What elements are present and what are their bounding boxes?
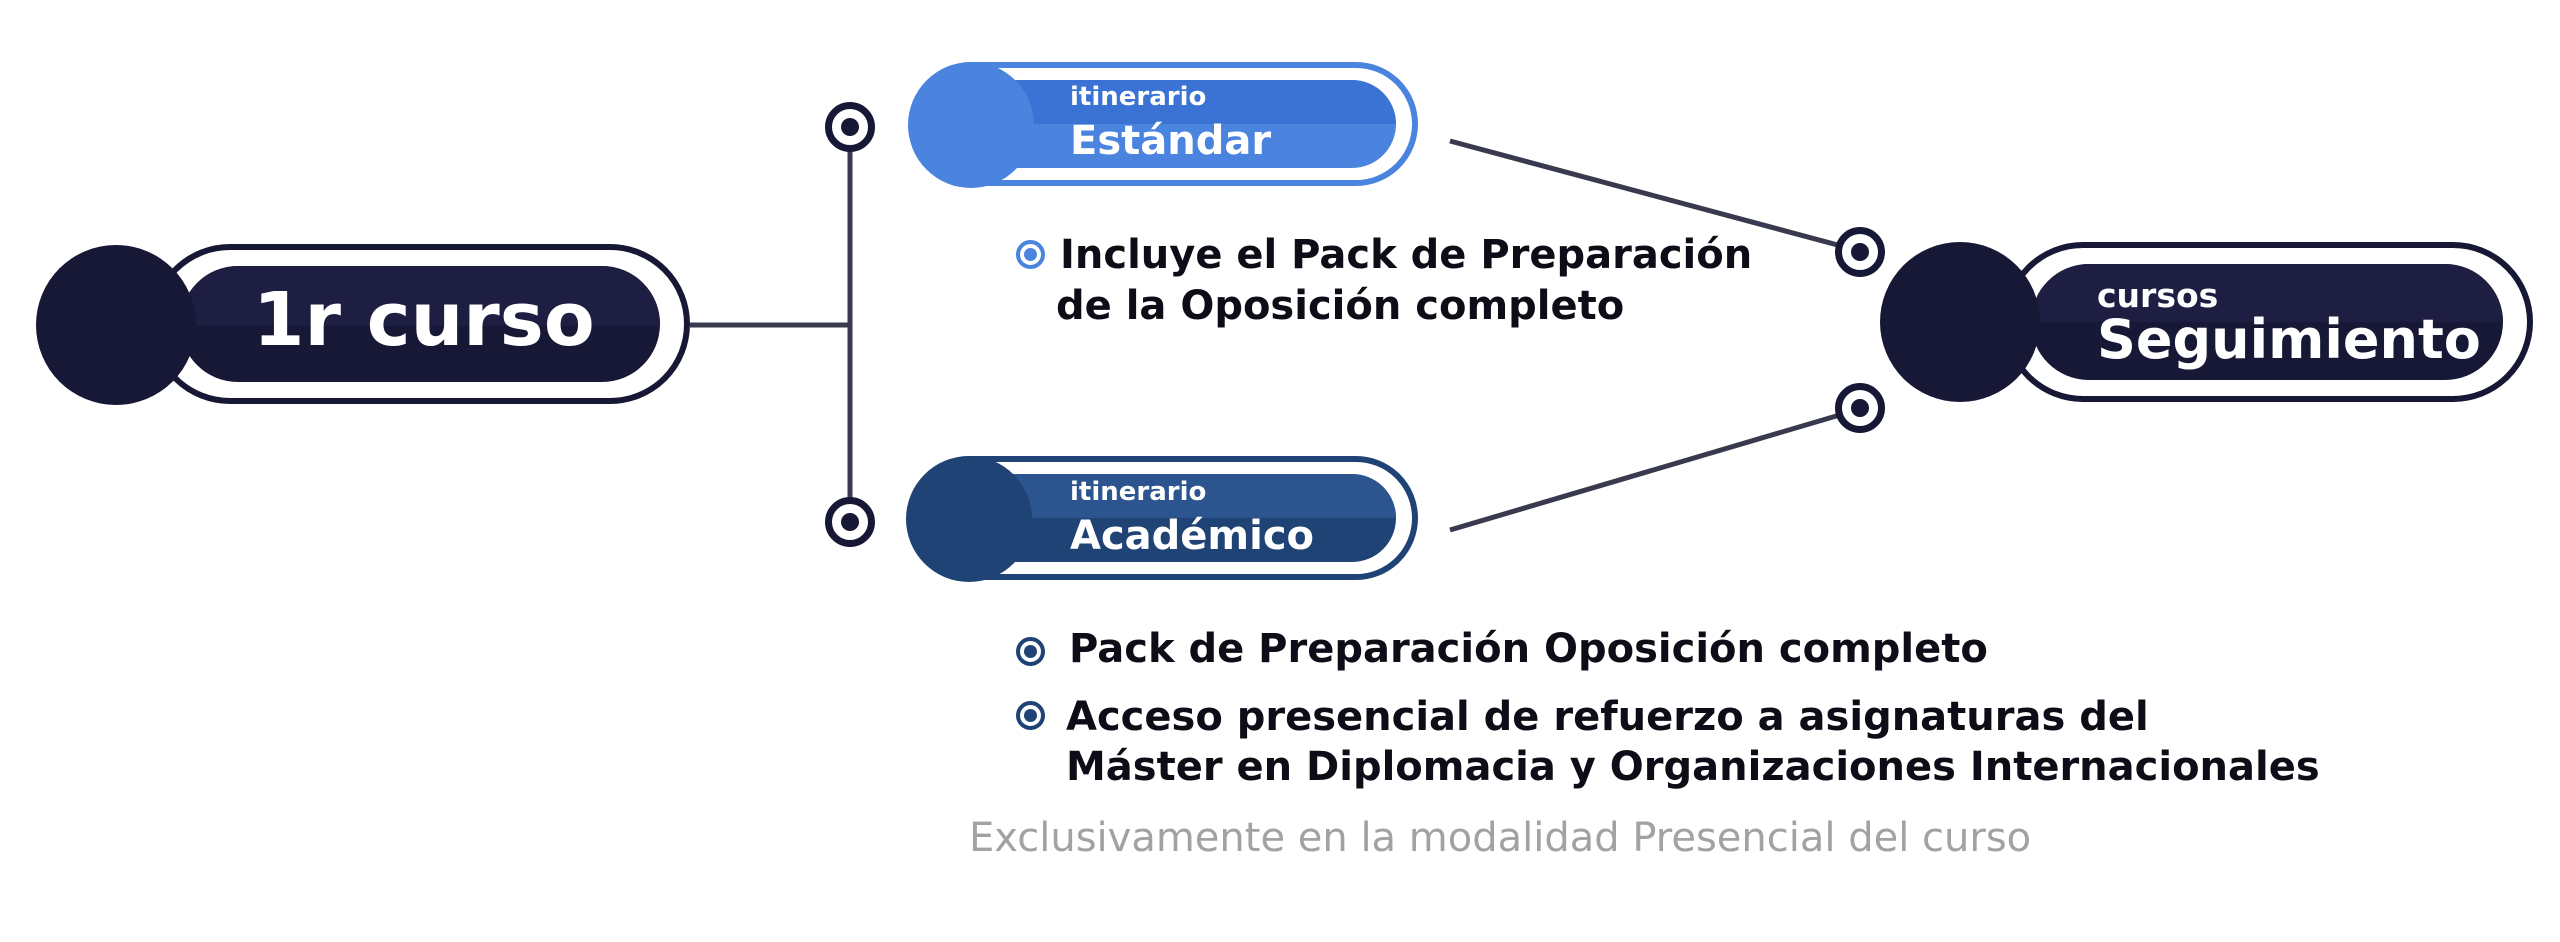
followup-courses-node: [2003, 242, 2533, 402]
followup-courses-circle: [1880, 242, 2040, 402]
academic-itinerary-circle: [906, 456, 1032, 582]
academic-itinerary-title: Académico: [1070, 513, 1315, 559]
connector-standard-to-followup: [1449, 138, 1861, 254]
academic-bullet-icon-2: [1016, 701, 1045, 730]
academic-bullet-1: Pack de Preparación Oposición completo: [1069, 626, 1988, 672]
junction-dot-followup-bottom: [1835, 383, 1885, 433]
standard-bullet-line-2: de la Oposición completo: [1056, 283, 1625, 329]
first-course-label: 1r curso: [253, 277, 595, 363]
academic-bullet-icon-1: [1016, 637, 1045, 666]
junction-dot-followup-top: [1835, 227, 1885, 277]
standard-itinerary-small-label: itinerario: [1070, 82, 1207, 112]
standard-bullet-icon: [1016, 240, 1045, 269]
standard-itinerary-title: Estándar: [1070, 118, 1272, 164]
academic-bullet-2-line-2: Máster en Diplomacia y Organizaciones In…: [1066, 744, 2320, 790]
followup-courses-title: Seguimiento: [2097, 308, 2481, 371]
junction-dot-academic: [825, 497, 875, 547]
first-course-node: [150, 244, 690, 404]
standard-itinerary-circle: [908, 62, 1034, 188]
academic-bullet-2-line-1: Acceso presencial de refuerzo a asignatu…: [1066, 694, 2149, 740]
first-course-circle: [36, 245, 196, 405]
followup-courses-small-label: cursos: [2097, 276, 2219, 315]
connector-academic-to-followup: [1449, 406, 1861, 533]
standard-bullet-line-1: Incluye el Pack de Preparación: [1060, 232, 1753, 278]
junction-dot-standard: [825, 102, 875, 152]
presencial-note: Exclusivamente en la modalidad Presencia…: [969, 815, 2032, 861]
academic-itinerary-small-label: itinerario: [1070, 477, 1207, 507]
